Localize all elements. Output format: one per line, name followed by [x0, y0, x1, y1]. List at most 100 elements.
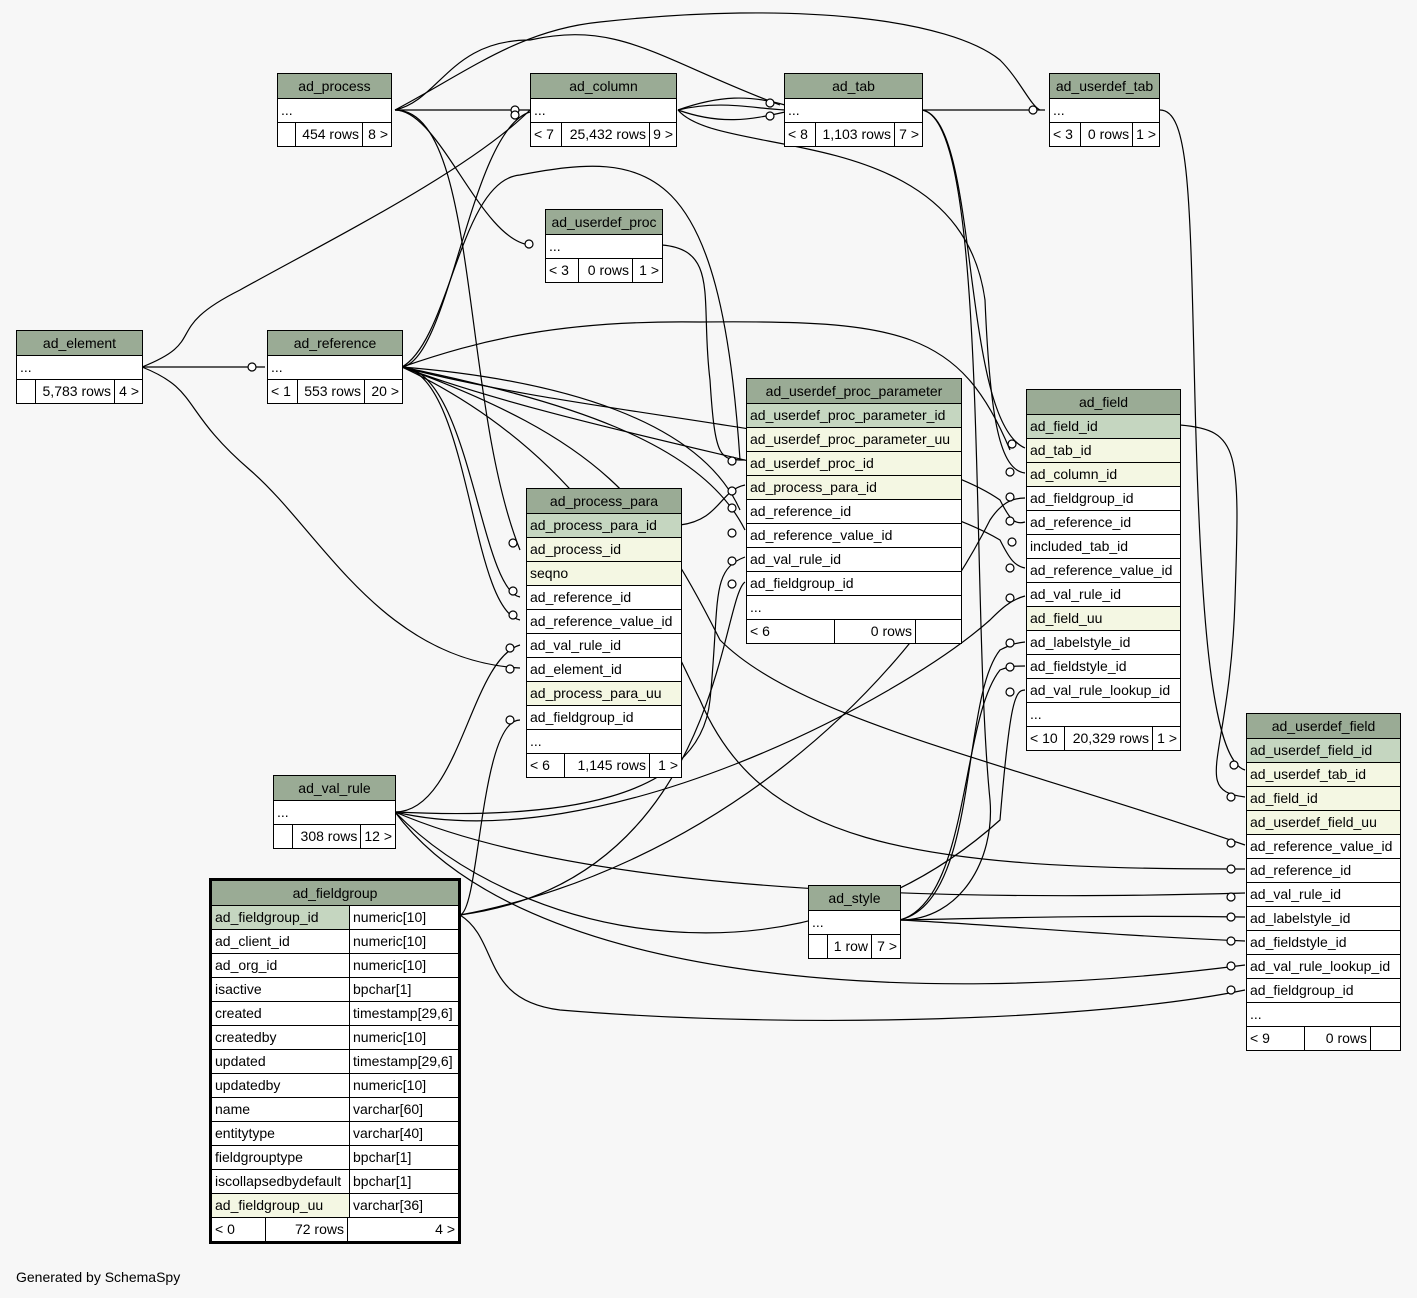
column-row[interactable]: ad_process_id	[527, 538, 681, 562]
column-row[interactable]: ad_reference_value_id	[1247, 835, 1400, 859]
table-title[interactable]: ad_reference	[268, 331, 402, 356]
table-ad_userdef_proc[interactable]: ad_userdef_proc ... < 3 0 rows 1 >	[545, 209, 663, 283]
column-row[interactable]: ad_reference_value_id	[747, 524, 961, 548]
column-row[interactable]: ad_val_rule_lookup_id	[1027, 679, 1180, 703]
children-link[interactable]: 1 >	[649, 754, 681, 777]
column-row[interactable]: ad_val_rule_id	[1027, 583, 1180, 607]
parents-link[interactable]: < 3	[1053, 126, 1073, 142]
parents-link[interactable]: < 0	[215, 1221, 235, 1237]
column-row[interactable]: ad_userdef_proc_id	[747, 452, 961, 476]
table-ad_style[interactable]: ad_style ... 1 row 7 >	[808, 885, 901, 959]
parents-link[interactable]: < 6	[750, 623, 770, 639]
table-title[interactable]: ad_fieldgroup	[212, 881, 458, 906]
column-row[interactable]: ad_fieldgroup_id	[1247, 979, 1400, 1003]
table-ad_userdef_field[interactable]: ad_userdef_field ad_userdef_field_id ad_…	[1246, 713, 1401, 1051]
parents-link[interactable]	[278, 123, 295, 146]
children-link[interactable]: 1 >	[1152, 727, 1180, 750]
table-ad_column[interactable]: ad_column ... < 7 25,432 rows 9 >	[530, 73, 677, 147]
parents-link[interactable]: < 6	[530, 757, 550, 773]
parents-link[interactable]: < 8	[788, 126, 808, 142]
children-link[interactable]: 7 >	[894, 123, 922, 146]
column-row[interactable]: ad_userdef_field_uu	[1247, 811, 1400, 835]
children-link[interactable]: 7 >	[871, 935, 900, 958]
children-link[interactable]: 20 >	[364, 380, 402, 403]
column-row[interactable]: ad_fieldstyle_id	[1247, 931, 1400, 955]
table-ad_process_para[interactable]: ad_process_para ad_process_para_id ad_pr…	[526, 488, 682, 778]
column-row[interactable]: ad_fieldstyle_id	[1027, 655, 1180, 679]
children-link[interactable]: 12 >	[360, 825, 395, 848]
column-row[interactable]: ad_fieldgroup_id	[527, 706, 681, 730]
column-row[interactable]: ad_reference_value_id	[1027, 559, 1180, 583]
table-title[interactable]: ad_val_rule	[274, 776, 395, 801]
parents-link[interactable]: < 3	[549, 262, 569, 278]
children-link[interactable]	[1370, 1027, 1400, 1050]
column-row[interactable]: ad_val_rule_id	[1247, 883, 1400, 907]
column-row[interactable]: ad_process_para_uu	[527, 682, 681, 706]
column-row[interactable]: seqno	[527, 562, 681, 586]
column-row[interactable]: ad_reference_id	[1247, 859, 1400, 883]
parents-link[interactable]	[274, 825, 292, 848]
table-title[interactable]: ad_tab	[785, 74, 922, 99]
table-title[interactable]: ad_column	[531, 74, 676, 99]
table-title[interactable]: ad_userdef_field	[1247, 714, 1400, 739]
children-link[interactable]: 4 >	[347, 1218, 458, 1241]
table-title[interactable]: ad_userdef_proc_parameter	[747, 379, 961, 404]
table-ad_field[interactable]: ad_field ad_field_id ad_tab_id ad_column…	[1026, 389, 1181, 751]
table-title[interactable]: ad_process_para	[527, 489, 681, 514]
column-row[interactable]: ad_reference_value_id	[527, 610, 681, 634]
column-row[interactable]: ad_userdef_proc_parameter_id	[747, 404, 961, 428]
column-row[interactable]: ad_userdef_field_id	[1247, 739, 1400, 763]
column-row[interactable]: ad_field_uu	[1027, 607, 1180, 631]
column-row[interactable]: ad_val_rule_id	[527, 634, 681, 658]
column-row[interactable]: ad_userdef_proc_parameter_uu	[747, 428, 961, 452]
table-title[interactable]: ad_userdef_tab	[1050, 74, 1159, 99]
column-row[interactable]: ad_labelstyle_id	[1247, 907, 1400, 931]
table-ad_userdef_tab[interactable]: ad_userdef_tab ... < 3 0 rows 1 >	[1049, 73, 1160, 147]
column-row[interactable]: ad_field_id	[1027, 415, 1180, 439]
table-title[interactable]: ad_process	[278, 74, 391, 99]
children-link[interactable]: 1 >	[1132, 123, 1159, 146]
table-title[interactable]: ad_field	[1027, 390, 1180, 415]
parents-link[interactable]: < 1	[271, 383, 291, 399]
table-ad_userdef_proc_parameter[interactable]: ad_userdef_proc_parameter ad_userdef_pro…	[746, 378, 962, 644]
table-title[interactable]: ad_userdef_proc	[546, 210, 662, 235]
column-row[interactable]: ad_reference_id	[1027, 511, 1180, 535]
column-row[interactable]: ad_element_id	[527, 658, 681, 682]
column-row[interactable]: ad_fieldgroup_id	[747, 572, 961, 596]
column-row[interactable]: ad_val_rule_id	[747, 548, 961, 572]
children-link[interactable]: 9 >	[649, 123, 676, 146]
table-ad_val_rule[interactable]: ad_val_rule ... 308 rows 12 >	[273, 775, 396, 849]
column-row[interactable]: ad_reference_id	[747, 500, 961, 524]
parents-link[interactable]: < 7	[534, 126, 554, 142]
children-link[interactable]	[915, 620, 961, 643]
parents-link[interactable]: < 9	[1250, 1030, 1270, 1046]
parents-link[interactable]	[809, 935, 827, 958]
column-row[interactable]: ad_labelstyle_id	[1027, 631, 1180, 655]
children-link[interactable]: 1 >	[632, 259, 662, 282]
table-title[interactable]: ad_style	[809, 886, 900, 911]
parents-link[interactable]: < 10	[1030, 730, 1058, 746]
table-ad_process[interactable]: ad_process ... 454 rows 8 >	[277, 73, 392, 147]
column-row[interactable]: ad_field_id	[1247, 787, 1400, 811]
column-row[interactable]: ad_process_para_id	[527, 514, 681, 538]
column-row[interactable]: included_tab_id	[1027, 535, 1180, 559]
column-row[interactable]: ad_reference_id	[527, 586, 681, 610]
column-row[interactable]: ad_userdef_tab_id	[1247, 763, 1400, 787]
column-row[interactable]: ad_tab_id	[1027, 439, 1180, 463]
children-link[interactable]: 8 >	[362, 123, 391, 146]
table-ad_reference[interactable]: ad_reference ... < 1 553 rows 20 >	[267, 330, 403, 404]
column-row[interactable]: ad_fieldgroup_id	[1027, 487, 1180, 511]
children-link[interactable]: 4 >	[114, 380, 142, 403]
